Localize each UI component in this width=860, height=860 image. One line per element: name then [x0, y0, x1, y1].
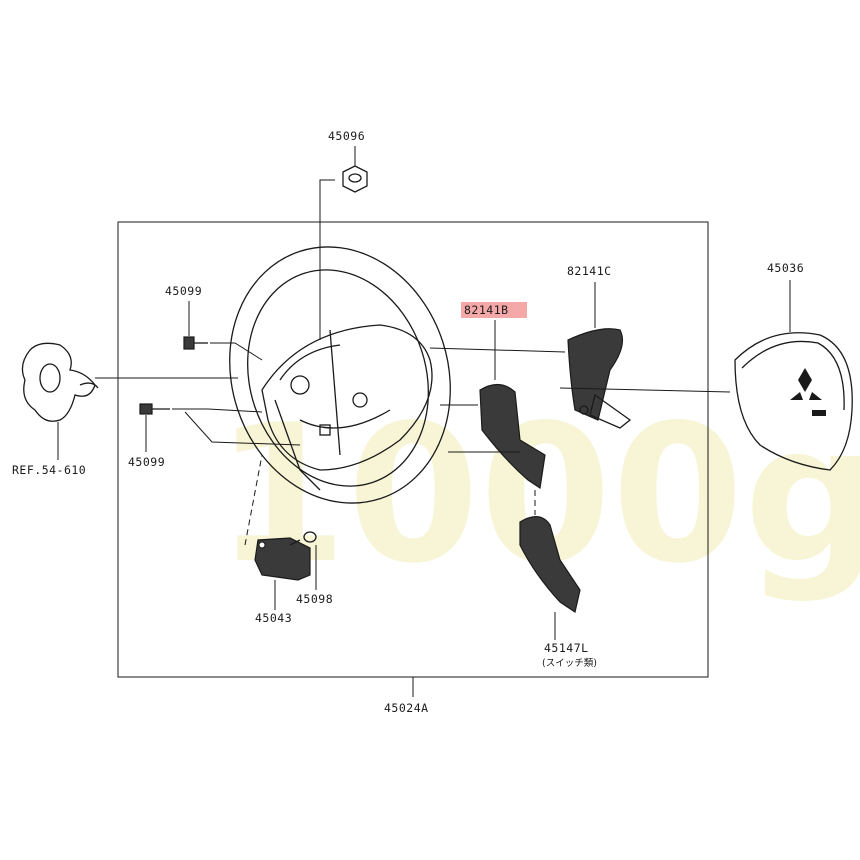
- nut-45096[interactable]: [342, 165, 368, 193]
- label-clock-spring-ref: REF.54-610: [12, 463, 86, 477]
- label-paddle-switch-note: (スイッチ類): [542, 658, 597, 669]
- cover-45043[interactable]: [254, 537, 311, 581]
- label-airbag: 45036: [767, 261, 804, 275]
- label-paddle-switch: 45147L: [544, 641, 589, 655]
- label-switch-82141B: 82141B: [464, 303, 509, 317]
- label-switch-82141C: 82141C: [567, 264, 612, 278]
- screw-45098[interactable]: [289, 531, 317, 546]
- switch-82141B[interactable]: [479, 383, 546, 490]
- switch-82141C[interactable]: [567, 328, 632, 429]
- label-screw-lower: 45098: [296, 592, 333, 606]
- label-bolt-upper: 45099: [165, 284, 202, 298]
- paddle-switch-45147L[interactable]: [519, 516, 581, 613]
- bolt-45099-upper[interactable]: [183, 336, 208, 350]
- label-bolt-lower: 45099: [128, 455, 165, 469]
- airbag-45036[interactable]: [734, 332, 853, 471]
- highlight-82141B: [461, 302, 527, 318]
- clock-spring[interactable]: [21, 342, 99, 422]
- steering-wheel[interactable]: [197, 218, 483, 532]
- label-nut-top: 45096: [328, 129, 365, 143]
- label-frame: 45024A: [384, 701, 429, 715]
- label-cover-lower: 45043: [255, 611, 292, 625]
- bolt-45099-lower[interactable]: [139, 403, 170, 415]
